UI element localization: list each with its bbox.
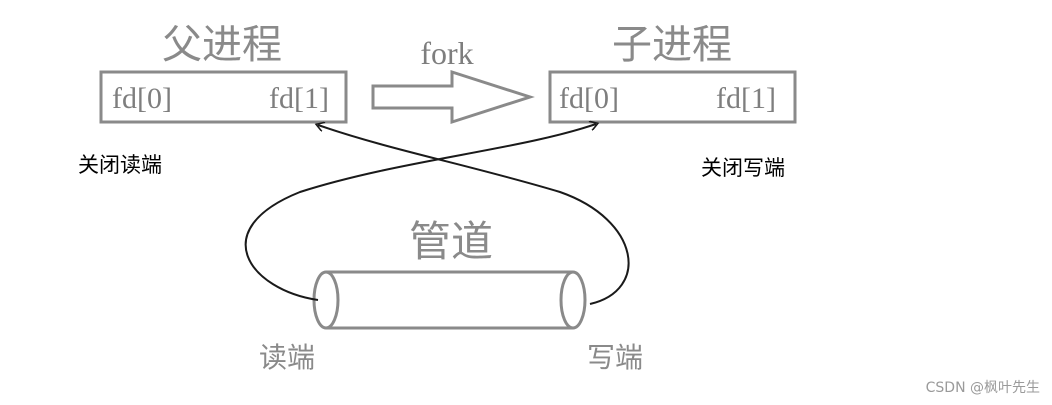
watermark: CSDN @枫叶先生 bbox=[926, 380, 1040, 396]
child-fd-read: fd[0] bbox=[559, 82, 619, 115]
parent-close-note: 关闭读端 bbox=[78, 153, 162, 177]
pipe-title: 管道 bbox=[409, 217, 493, 266]
pipe-read-end-label: 读端 bbox=[259, 341, 315, 374]
parent-process-title: 父进程 bbox=[162, 22, 282, 68]
pipe-write-end-label: 写端 bbox=[587, 341, 643, 374]
child-fd-box bbox=[548, 70, 797, 124]
child-fd-write: fd[1] bbox=[716, 82, 776, 115]
fork-arrow bbox=[371, 69, 535, 125]
pipe-cylinder bbox=[312, 270, 587, 330]
parent-fd-box bbox=[99, 70, 348, 124]
read-end-to-child-curve bbox=[244, 124, 596, 301]
parent-fd-write: fd[1] bbox=[269, 82, 329, 115]
parent-fd-read: fd[0] bbox=[112, 82, 172, 115]
child-process-title: 子进程 bbox=[612, 22, 732, 68]
child-close-note: 关闭写端 bbox=[701, 156, 785, 180]
fork-label: fork bbox=[420, 35, 473, 71]
write-end-to-parent-curve bbox=[318, 125, 630, 305]
